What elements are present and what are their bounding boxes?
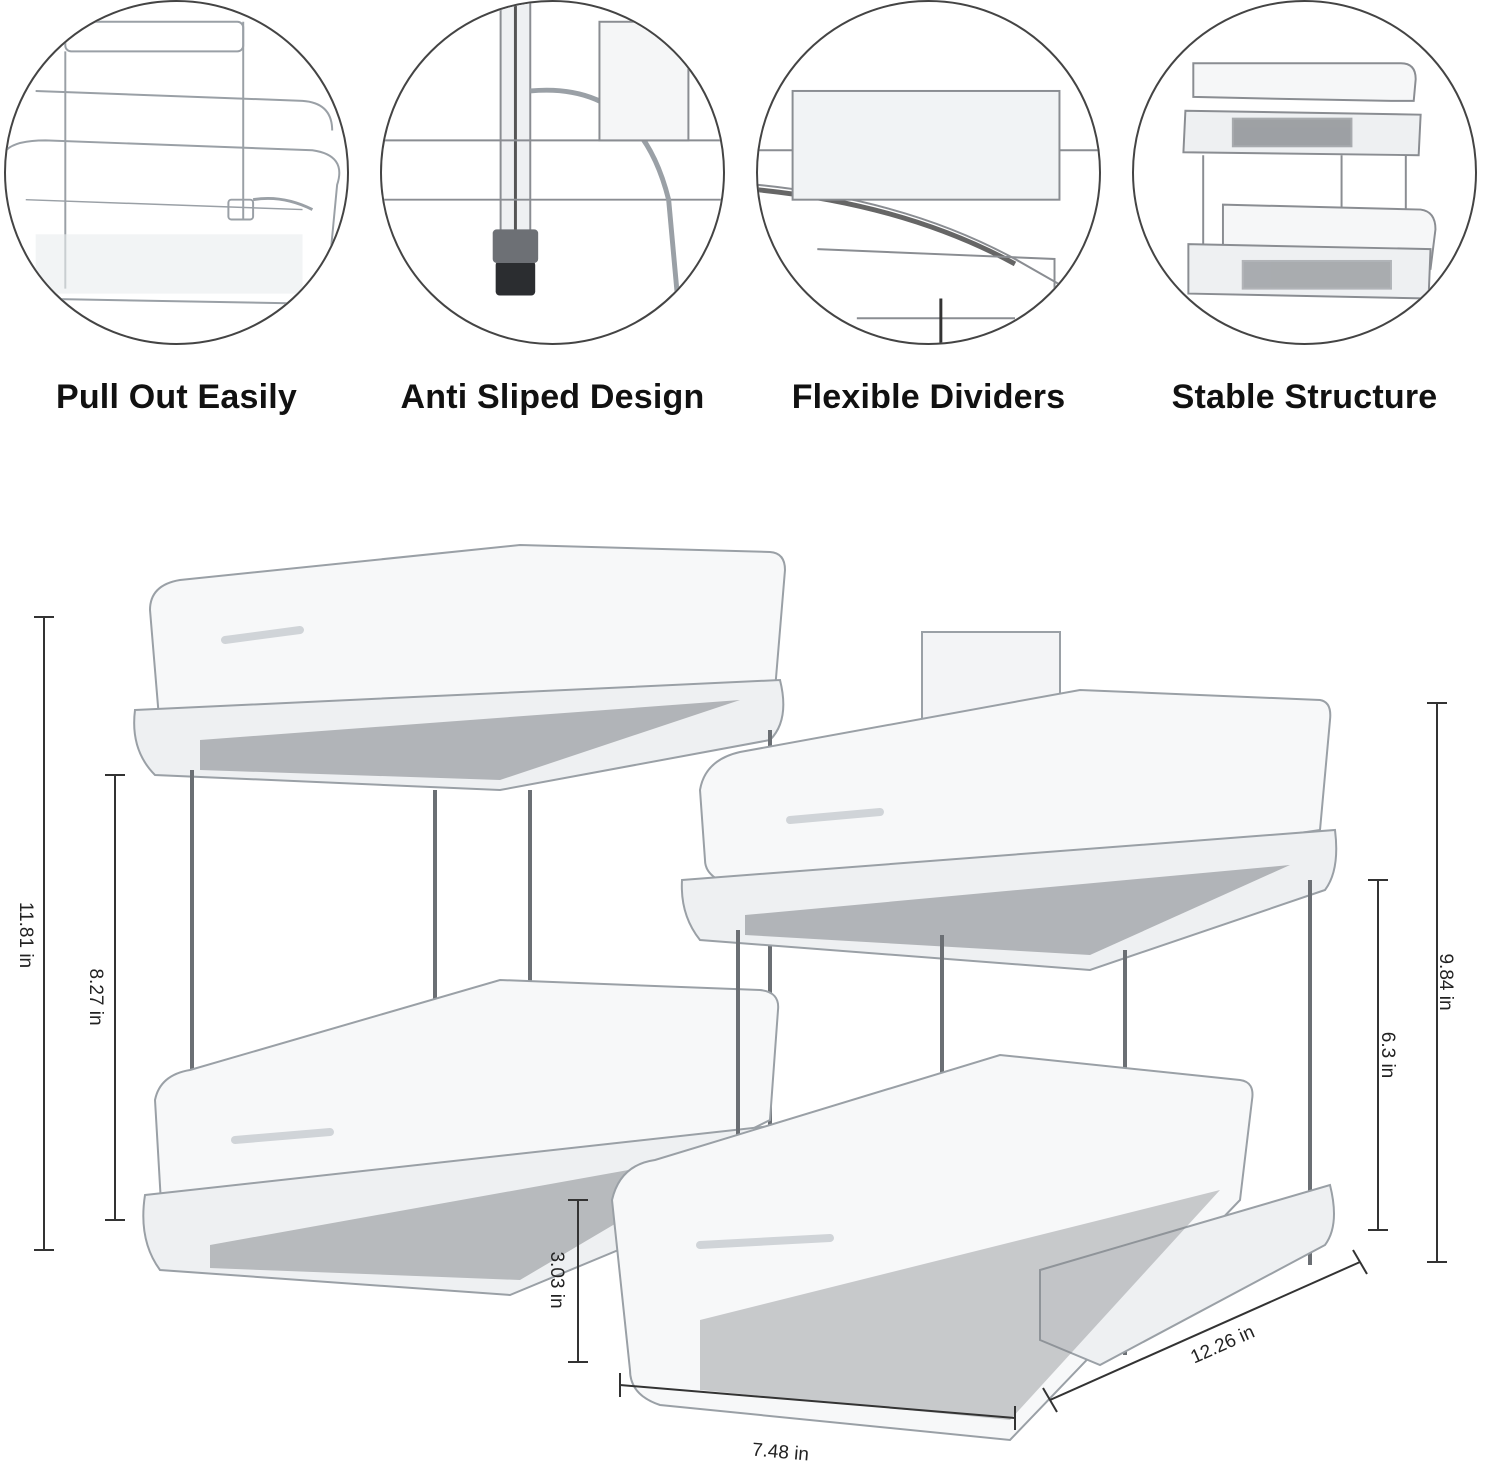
dim-right-tier-gap: 6.3 in (1377, 1032, 1398, 1078)
dim-right-height: 9.84 in (1435, 953, 1456, 1010)
feature-label: Flexible Dividers (791, 378, 1066, 416)
dim-left-tier-gap: 8.27 in (85, 968, 106, 1025)
divider-icon (756, 0, 1101, 345)
anti-slip-foot-icon (380, 0, 725, 345)
organizer-product-illustration: 11.81 in 8.27 in 3.03 in 7.48 in 12.26 i… (15, 543, 1456, 1466)
dim-width: 7.48 in (751, 1440, 810, 1466)
dimension-lines (34, 616, 1447, 1430)
feature-label: Anti Sliped Design (400, 378, 705, 416)
two-tier-rack-icon (1132, 0, 1477, 345)
dim-bottom-drawer-height: 3.03 in (546, 1251, 567, 1308)
dim-left-height: 11.81 in (15, 902, 36, 968)
feature-label: Pull Out Easily (55, 378, 298, 416)
dim-depth: 12.26 in (1188, 1322, 1258, 1369)
feature-label: Stable Structure (1171, 378, 1438, 416)
right-organizer (610, 631, 1338, 1442)
drawer-pull-icon (4, 0, 349, 345)
